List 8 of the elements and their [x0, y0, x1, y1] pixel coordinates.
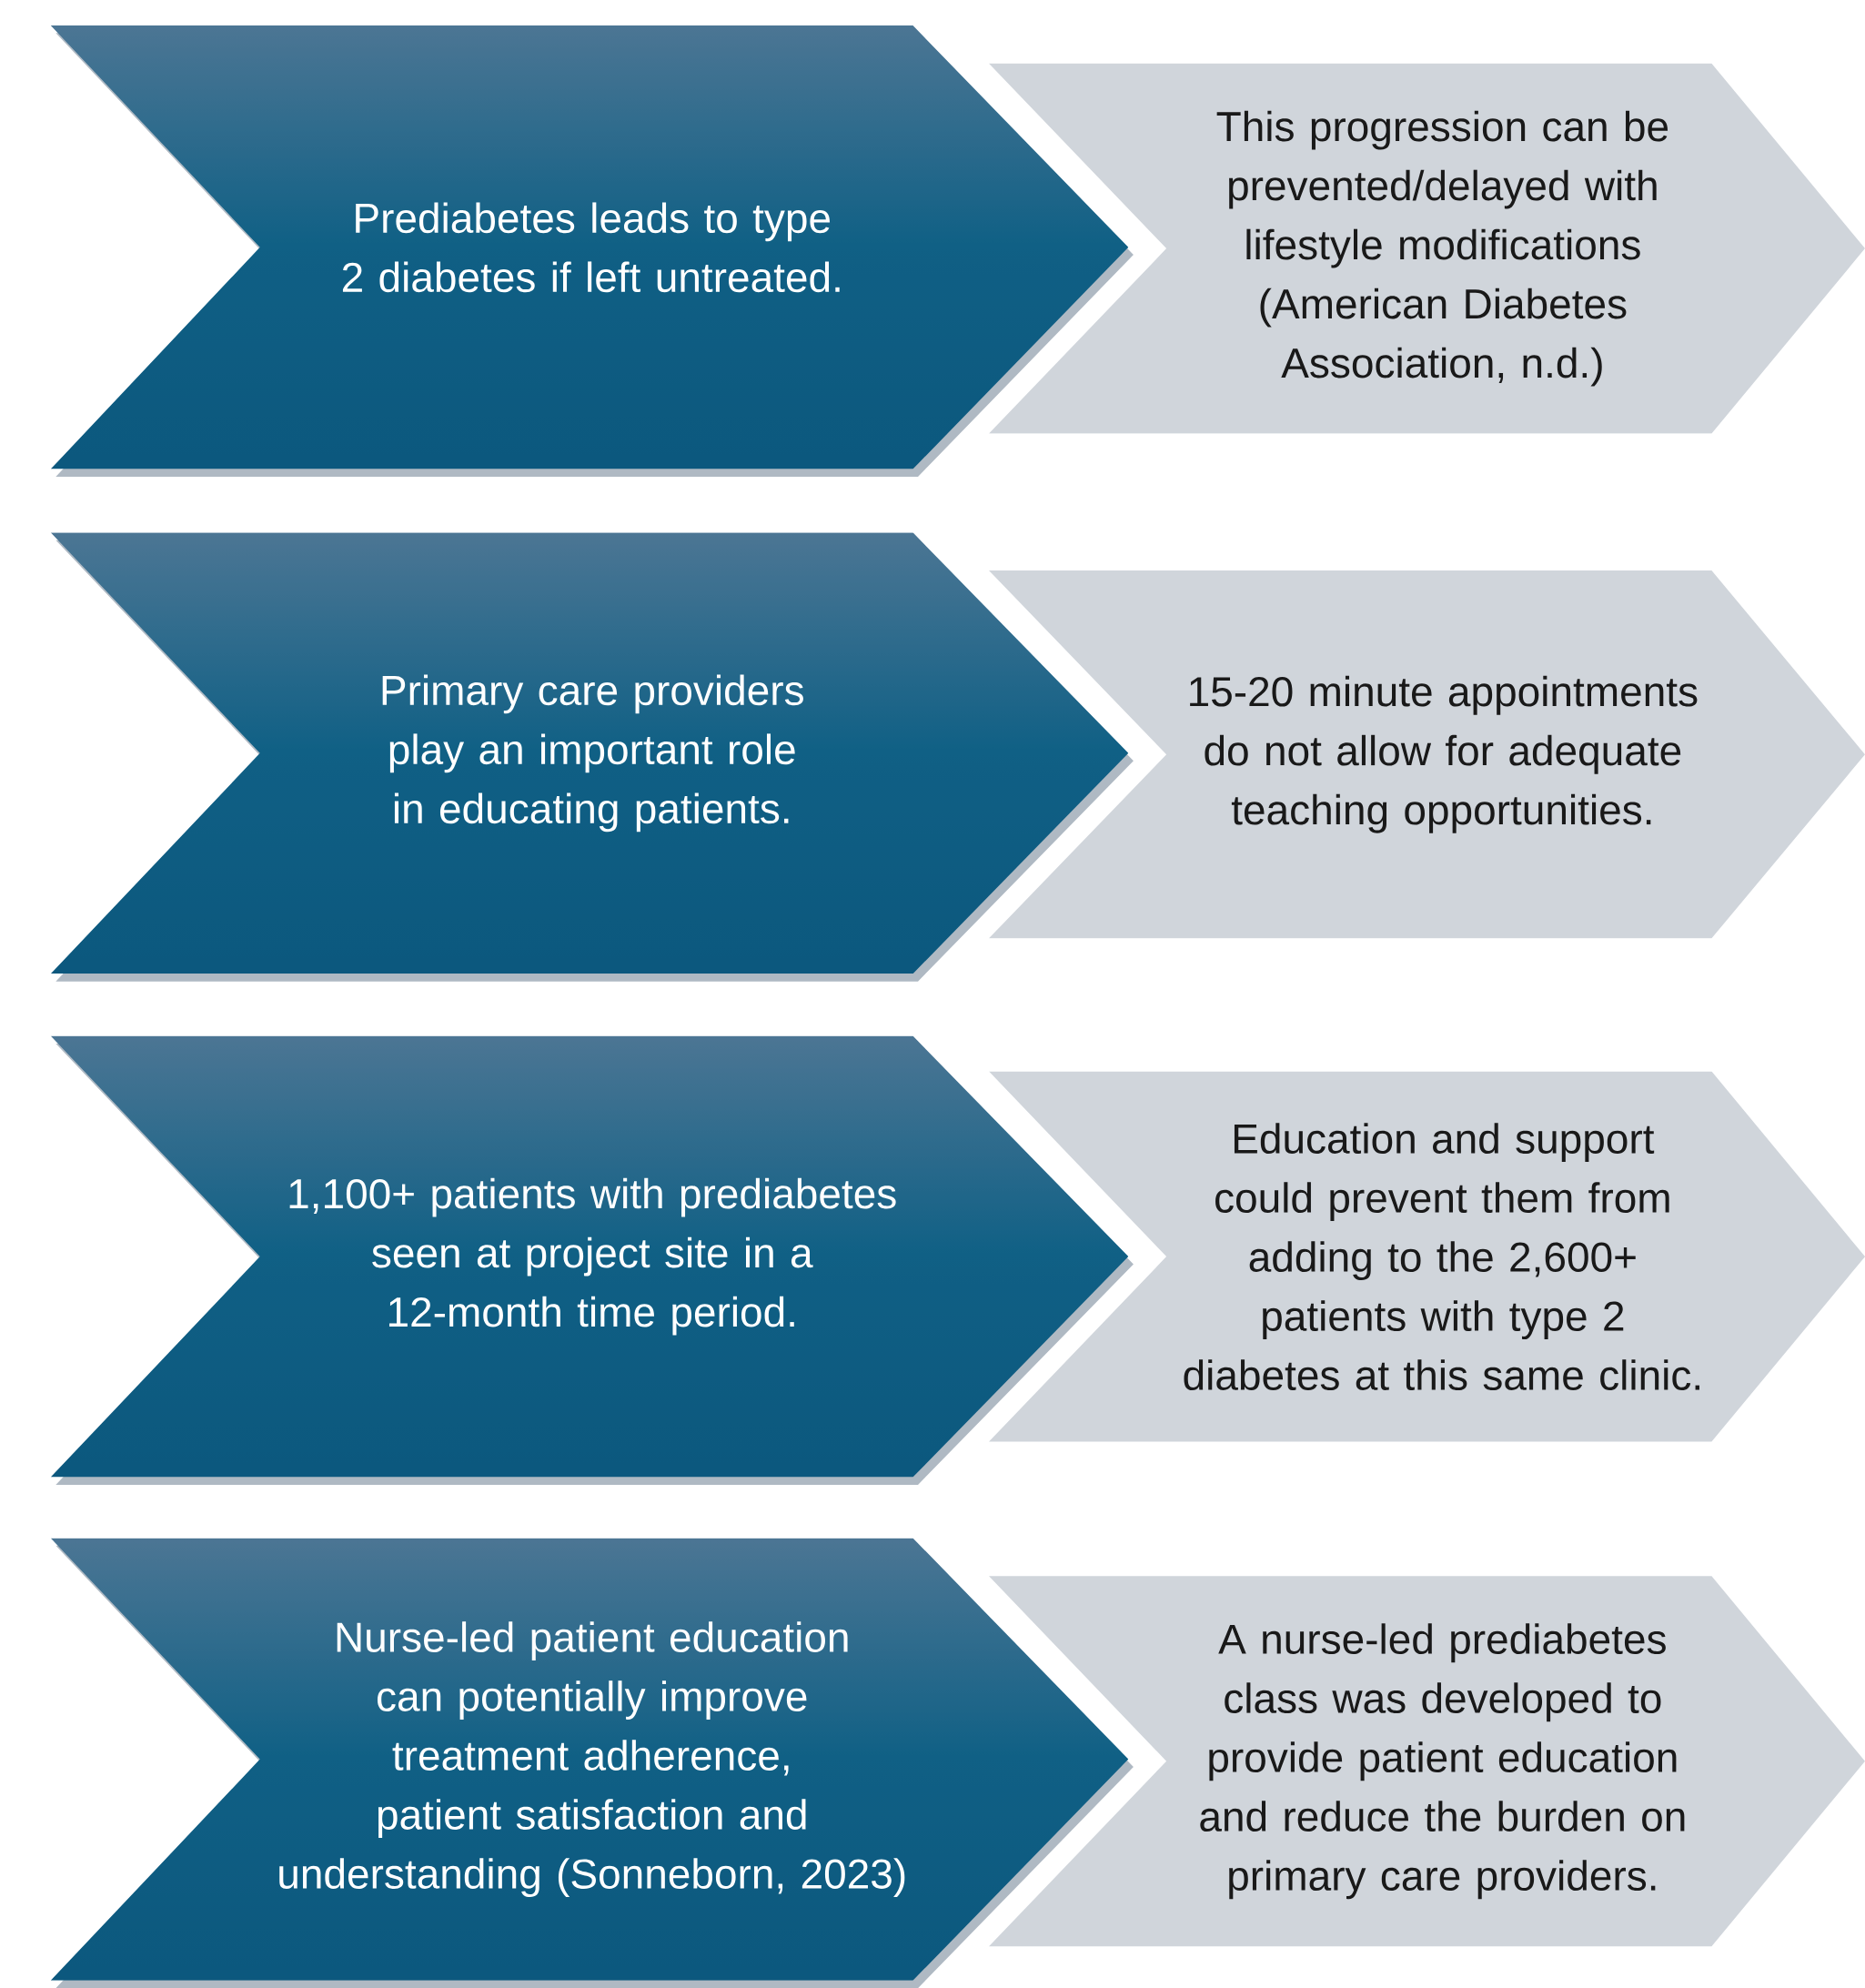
chevron-box: 15-20 minute appointments do not allow for adequate teaching opportunities.: [989, 570, 1865, 939]
chevron-box: Nurse-led patient education can potentially improve treatment adherence, patient satisfaction and understanding (Sonneborn, 2023): [50, 1538, 1134, 1988]
chevron-box: Prediabetes leads to type 2 diabetes if left untreated.: [50, 25, 1134, 477]
chevron-box: Primary care providers play an important role in educating patients.: [50, 532, 1134, 982]
chevron-box: This progression can be prevented/delayed with lifestyle modifications (American Diabetes Association, n.d.): [989, 63, 1865, 434]
chevron-box: Education and support could prevent them from adding to the 2,600+ patients with type 2 diabetes at this same clinic.: [989, 1071, 1865, 1442]
chevron-box: A nurse-led prediabetes class was developed to provide patient education and reduce the burden on primary care providers.: [989, 1576, 1865, 1947]
chevron-box: 1,100+ patients with prediabetes seen at project site in a 12-month time period.: [50, 1035, 1134, 1485]
